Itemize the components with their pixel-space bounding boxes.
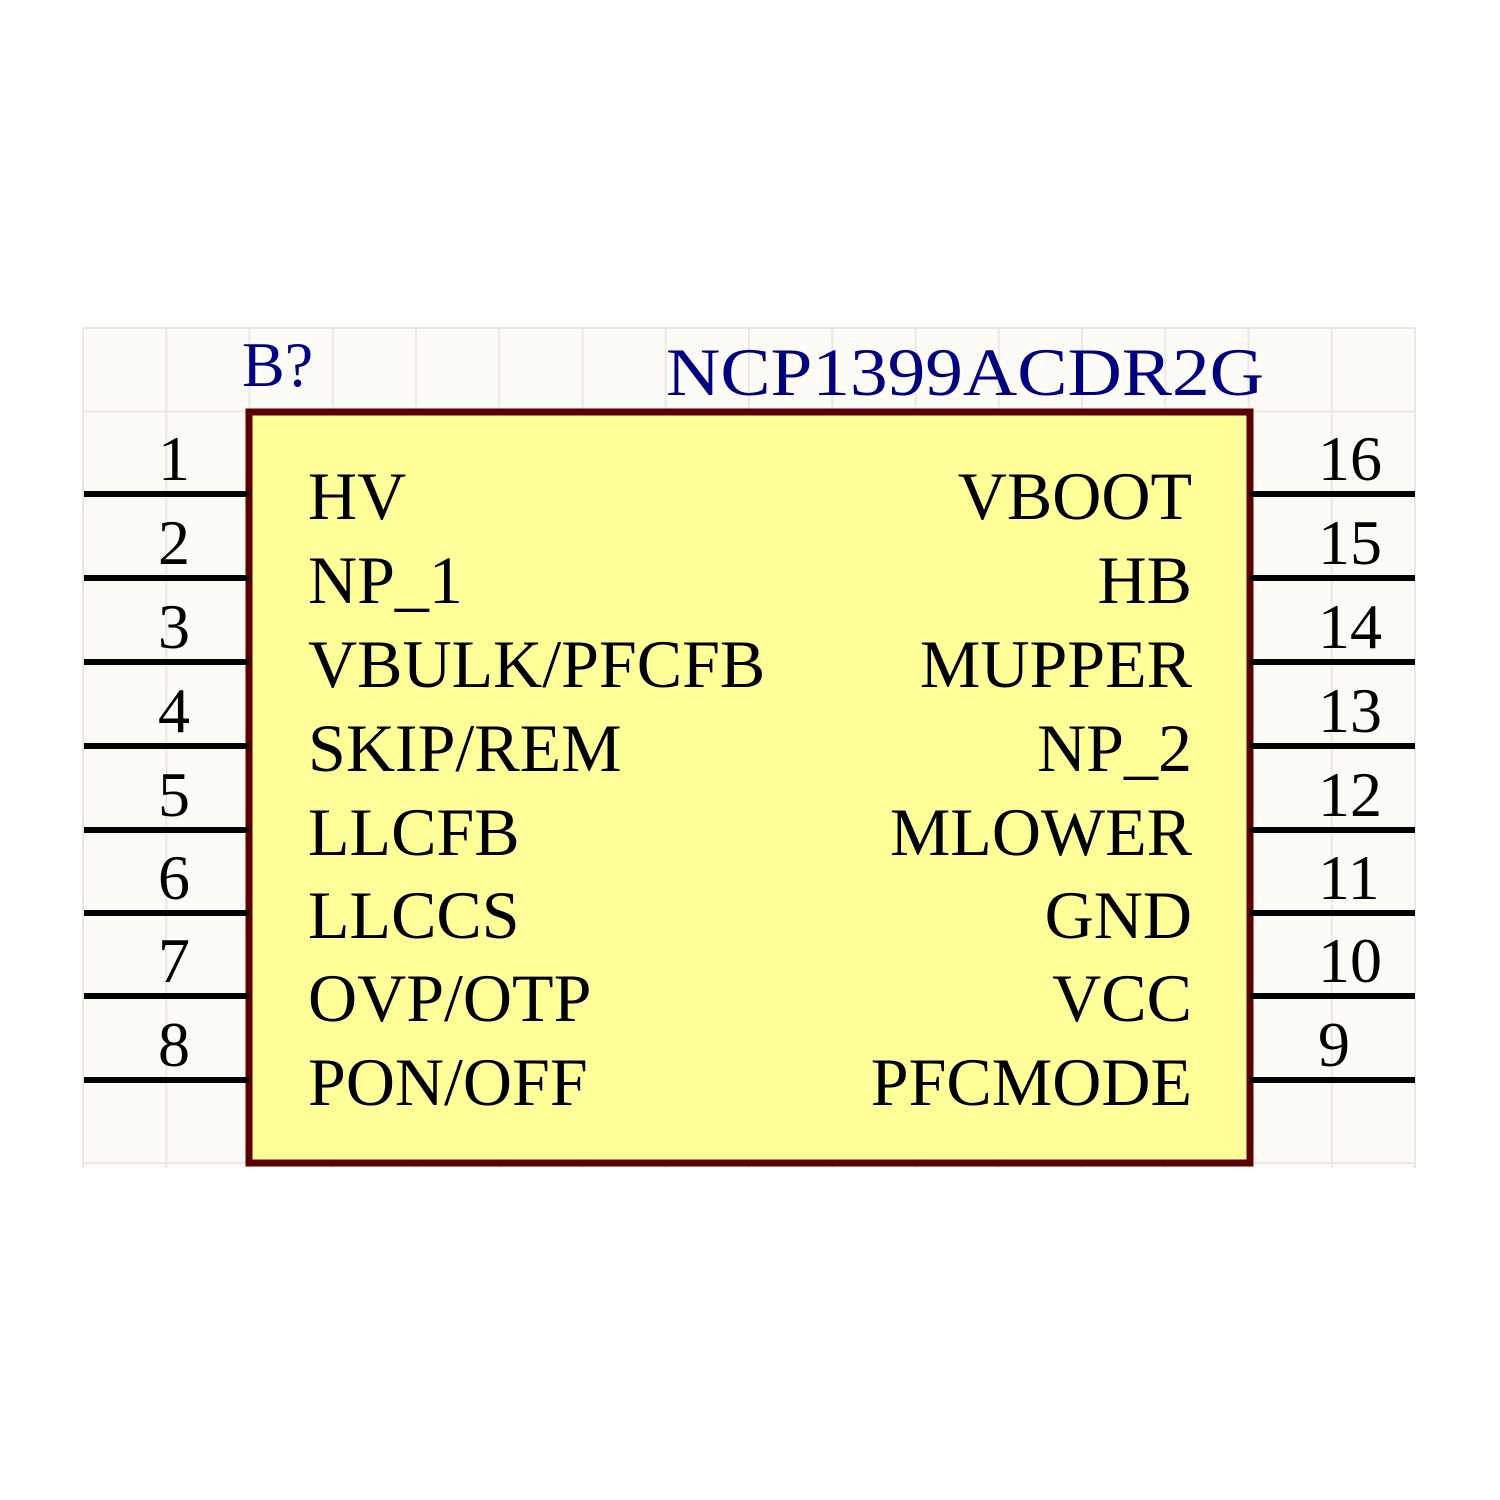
pin-number: 8 xyxy=(158,1009,190,1080)
pin-name: PON/OFF xyxy=(308,1044,588,1120)
pin-number: 15 xyxy=(1318,507,1382,578)
pin-name: HB xyxy=(1098,542,1192,618)
pins: 1 HV 2 NP_1 3 VBULK/PFCFB 4 SKIP/REM 5 LLCFB 6 LLCC… xyxy=(84,423,1415,1120)
pin-name: SKIP/REM xyxy=(308,710,622,786)
pin-4[interactable]: 4 SKIP/REM xyxy=(84,675,622,786)
pin-13[interactable]: 13 NP_2 xyxy=(1037,675,1415,786)
pin-name: HV xyxy=(308,458,406,534)
pin-number: 9 xyxy=(1318,1009,1350,1080)
pin-number: 5 xyxy=(158,759,190,830)
pin-10[interactable]: 10 VCC xyxy=(1052,925,1415,1036)
pin-name: LLCFB xyxy=(308,794,520,870)
pin-number: 11 xyxy=(1318,842,1380,913)
pin-1[interactable]: 1 HV xyxy=(84,423,406,534)
pin-9[interactable]: 9 PFCMODE xyxy=(871,1009,1415,1120)
pin-number: 2 xyxy=(158,507,190,578)
pin-number: 10 xyxy=(1318,925,1382,996)
component-body[interactable] xyxy=(245,408,1254,1167)
pin-name: VBOOT xyxy=(958,458,1192,534)
pin-number: 7 xyxy=(158,925,190,996)
pin-name: OVP/OTP xyxy=(308,960,591,1036)
pin-number: 6 xyxy=(158,842,190,913)
pin-name: GND xyxy=(1045,877,1192,953)
pin-number: 14 xyxy=(1318,591,1382,662)
pin-3[interactable]: 3 VBULK/PFCFB xyxy=(84,591,765,702)
pin-6[interactable]: 6 LLCCS xyxy=(84,842,520,953)
pin-name: PFCMODE xyxy=(871,1044,1192,1120)
pin-name: NP_1 xyxy=(308,542,463,618)
pin-8[interactable]: 8 PON/OFF xyxy=(84,1009,588,1120)
pin-7[interactable]: 7 OVP/OTP xyxy=(84,925,591,1036)
designator-label[interactable]: B? xyxy=(242,329,313,400)
pin-number: 3 xyxy=(158,591,190,662)
pin-name: VCC xyxy=(1052,960,1192,1036)
pin-name: MUPPER xyxy=(920,626,1193,702)
pin-name: MLOWER xyxy=(890,794,1193,870)
part-number-label[interactable]: NCP1399ACDR2G xyxy=(666,334,1264,410)
pin-14[interactable]: 14 MUPPER xyxy=(920,591,1415,702)
pin-name: NP_2 xyxy=(1037,710,1192,786)
pin-12[interactable]: 12 MLOWER xyxy=(890,759,1415,870)
pin-2[interactable]: 2 NP_1 xyxy=(84,507,463,618)
pin-number: 4 xyxy=(158,675,190,746)
pin-name: LLCCS xyxy=(308,877,520,953)
pin-11[interactable]: 11 GND xyxy=(1045,842,1415,953)
pin-number: 1 xyxy=(158,423,190,494)
pin-number: 16 xyxy=(1318,423,1382,494)
pin-15[interactable]: 15 HB xyxy=(1098,507,1415,618)
pin-number: 13 xyxy=(1318,675,1382,746)
pin-name: VBULK/PFCFB xyxy=(308,626,765,702)
pin-number: 12 xyxy=(1318,759,1382,830)
pin-5[interactable]: 5 LLCFB xyxy=(84,759,520,870)
pin-16[interactable]: 16 VBOOT xyxy=(958,423,1415,534)
